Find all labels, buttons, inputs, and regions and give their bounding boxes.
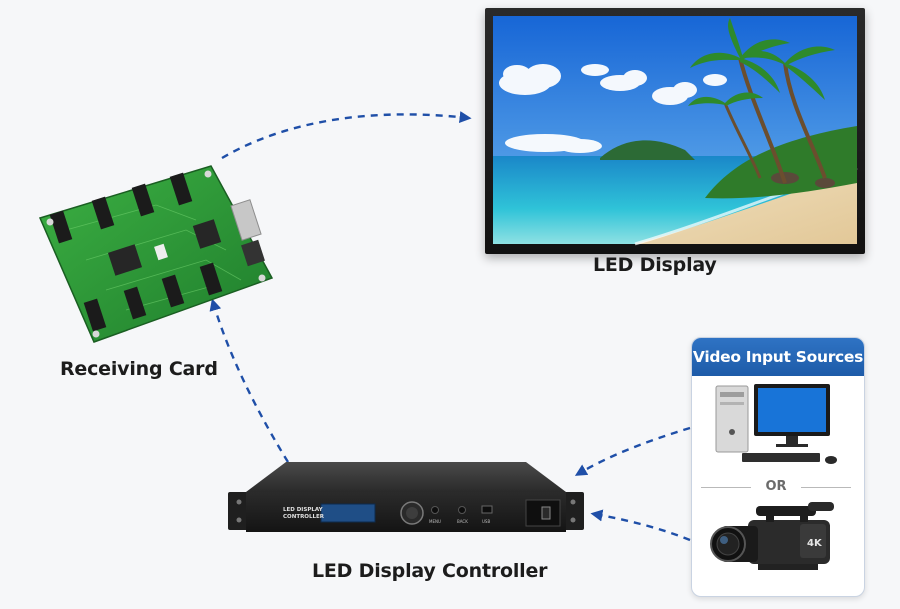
video-camera-icon: 4K (710, 502, 834, 570)
controller-brand-line1: LED DISPLAY (283, 507, 324, 513)
receiving-card-pcb (38, 165, 274, 343)
beach-scene-image (493, 16, 858, 246)
receiving-card-label: Receiving Card (60, 358, 218, 380)
controller-brand-line2: CONTROLLER (283, 514, 325, 520)
controller-usb-label: USB (482, 519, 490, 524)
arrow-camera-to-controller (590, 509, 691, 542)
video-input-title: Video Input Sources (692, 338, 864, 376)
or-text: OR (765, 479, 787, 494)
arrow-pc-to-controller (574, 426, 691, 476)
or-separator: OR (701, 479, 851, 495)
arrow-card-to-display (221, 111, 472, 160)
controller-label: LED Display Controller (312, 560, 548, 582)
led-display-panel (485, 8, 865, 254)
arrow-controller-to-card (209, 298, 290, 463)
camera-4k-badge: 4K (807, 538, 823, 549)
led-display-label: LED Display (593, 254, 717, 276)
controller-menu-label: MENU (429, 519, 441, 524)
controller-back-label: BACK (457, 519, 468, 524)
desktop-computer-icon (715, 384, 837, 464)
led-controller-device: LED DISPLAY CONTROLLER MENU BACK USB (228, 462, 584, 532)
